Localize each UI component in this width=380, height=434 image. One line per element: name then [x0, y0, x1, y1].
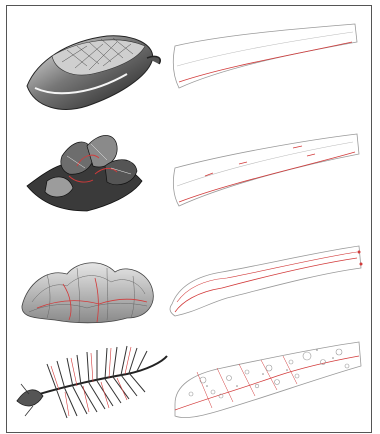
figure-frame — [6, 5, 372, 433]
row-2-flower — [27, 134, 359, 211]
coral-render — [22, 263, 153, 323]
row-3-coral — [22, 246, 363, 323]
blade-outline-4 — [175, 342, 361, 418]
shell-render — [27, 36, 160, 110]
figure-canvas — [7, 6, 373, 434]
flower-render — [27, 136, 142, 212]
blade-outline-1 — [173, 24, 357, 88]
row-1-shell — [27, 24, 357, 109]
blade-outline-3 — [170, 246, 362, 316]
blade-outline-2 — [173, 134, 359, 206]
skeleton-render — [17, 346, 167, 418]
row-4-skeleton — [17, 342, 361, 418]
